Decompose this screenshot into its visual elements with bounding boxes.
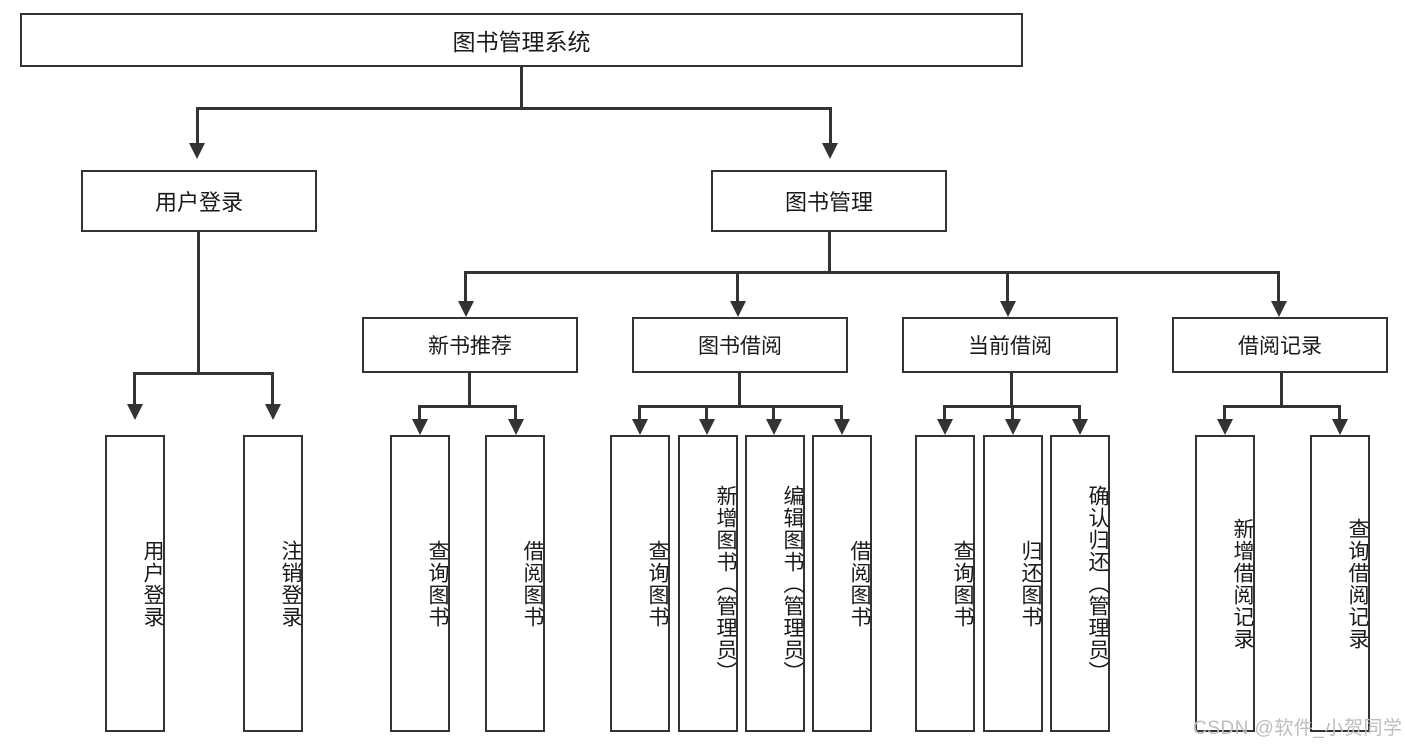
node-book-borrow[interactable]: 图书借阅 — [632, 317, 848, 373]
edge-cb-to-leaf-2 — [1011, 405, 1014, 421]
leaf-current-borrow-1[interactable]: 查询图书 — [915, 435, 975, 732]
edge-br-to-leaf-2 — [1338, 405, 1341, 421]
arrow-down-icon — [1271, 301, 1287, 317]
arrow-down-icon — [766, 419, 782, 435]
edge-bb-to-leaf-3 — [772, 405, 775, 421]
node-root[interactable]: 图书管理系统 — [20, 13, 1023, 67]
edge-current-borrow-bus — [943, 405, 1078, 408]
csdn-watermark: CSDN @软件_小贺同学 — [1193, 718, 1403, 739]
arrow-down-icon — [730, 301, 746, 317]
arrow-down-icon — [412, 419, 428, 435]
arrow-down-icon — [937, 419, 953, 435]
arrow-down-icon — [822, 143, 838, 159]
node-user-login-label: 用户登录 — [154, 190, 243, 215]
leaf-current-borrow-3-label: 确认归还（管理员） — [1086, 484, 1109, 683]
leaf-borrow-records-1-label: 新增借阅记录 — [1231, 517, 1254, 650]
arrow-down-icon — [1332, 419, 1348, 435]
edge-to-current-borrow — [1006, 271, 1009, 303]
arrow-down-icon — [1217, 419, 1233, 435]
node-user-login[interactable]: 用户登录 — [81, 170, 317, 232]
node-new-book-recommend-label: 新书推荐 — [428, 335, 512, 358]
node-borrow-records[interactable]: 借阅记录 — [1172, 317, 1388, 373]
arrow-down-icon — [458, 301, 474, 317]
leaf-borrow-records-2-label: 查询借阅记录 — [1346, 517, 1369, 650]
leaf-book-borrow-2-label: 新增图书（管理员） — [714, 484, 737, 683]
edge-root-stem — [520, 67, 523, 107]
leaf-current-borrow-3[interactable]: 确认归还（管理员） — [1050, 435, 1110, 732]
leaf-book-borrow-2[interactable]: 新增图书（管理员） — [678, 435, 738, 732]
node-current-borrow[interactable]: 当前借阅 — [902, 317, 1118, 373]
node-current-borrow-label: 当前借阅 — [968, 335, 1052, 358]
edge-user-login-stem — [197, 232, 200, 372]
arrow-down-icon — [127, 404, 143, 420]
leaf-current-borrow-2[interactable]: 归还图书 — [983, 435, 1043, 732]
arrow-down-icon — [834, 419, 850, 435]
leaf-borrow-records-1[interactable]: 新增借阅记录 — [1195, 435, 1255, 732]
arrow-down-icon — [1000, 301, 1016, 317]
node-book-borrow-label: 图书借阅 — [698, 335, 782, 358]
leaf-book-borrow-4[interactable]: 借阅图书 — [812, 435, 872, 732]
arrow-down-icon — [189, 143, 205, 159]
arrow-down-icon — [632, 419, 648, 435]
edge-user-login-to-leaf-1 — [133, 372, 136, 406]
edge-bb-to-leaf-1 — [638, 405, 641, 421]
leaf-borrow-records-2[interactable]: 查询借阅记录 — [1310, 435, 1370, 732]
edge-book-borrow-bus — [638, 405, 843, 408]
leaf-book-borrow-1-label: 查询图书 — [646, 539, 669, 628]
edge-root-to-user-login — [196, 107, 199, 145]
node-new-book-recommend[interactable]: 新书推荐 — [362, 317, 578, 373]
leaf-user-login-2[interactable]: 注销登录 — [243, 435, 303, 732]
edge-bb-to-leaf-4 — [840, 405, 843, 421]
edge-cb-to-leaf-1 — [943, 405, 946, 421]
node-borrow-records-label: 借阅记录 — [1238, 335, 1322, 358]
arrow-down-icon — [265, 404, 281, 420]
node-root-label: 图书管理系统 — [452, 29, 591, 55]
edge-root-to-book-manage — [829, 107, 832, 145]
edge-cb-to-leaf-3 — [1078, 405, 1081, 421]
leaf-user-login-2-label: 注销登录 — [279, 539, 302, 628]
edge-bb-to-leaf-2 — [705, 405, 708, 421]
edge-borrow-records-stem — [1280, 373, 1283, 405]
edge-book-management-bus — [464, 271, 1280, 274]
edge-user-login-bus — [133, 372, 274, 375]
edge-nbr-to-leaf-2 — [514, 405, 517, 421]
leaf-new-book-recommend-2-label: 借阅图书 — [521, 539, 544, 628]
edge-to-new-book-recommend — [464, 271, 467, 303]
edge-borrow-records-bus — [1223, 405, 1340, 408]
leaf-user-login-1[interactable]: 用户登录 — [105, 435, 165, 732]
edge-to-borrow-records — [1277, 271, 1280, 303]
arrow-down-icon — [1072, 419, 1088, 435]
edge-to-book-borrow — [736, 271, 739, 303]
edge-root-bus — [196, 107, 832, 110]
node-book-management[interactable]: 图书管理 — [711, 170, 947, 232]
leaf-book-borrow-4-label: 借阅图书 — [848, 539, 871, 628]
arrow-down-icon — [508, 419, 524, 435]
leaf-new-book-recommend-1-label: 查询图书 — [426, 539, 449, 628]
edge-user-login-to-leaf-2 — [271, 372, 274, 406]
leaf-book-borrow-1[interactable]: 查询图书 — [610, 435, 670, 732]
edge-nbr-to-leaf-1 — [418, 405, 421, 421]
leaf-new-book-recommend-2[interactable]: 借阅图书 — [485, 435, 545, 732]
leaf-current-borrow-2-label: 归还图书 — [1019, 539, 1042, 628]
arrow-down-icon — [1005, 419, 1021, 435]
node-book-management-label: 图书管理 — [784, 190, 873, 215]
leaf-book-borrow-3-label: 编辑图书（管理员） — [781, 484, 804, 683]
leaf-current-borrow-1-label: 查询图书 — [951, 539, 974, 628]
edge-book-management-stem — [828, 232, 831, 271]
edge-new-book-recommend-stem — [468, 373, 471, 405]
edge-current-borrow-stem — [1010, 373, 1013, 405]
edge-book-borrow-stem — [738, 373, 741, 405]
edge-new-book-recommend-bus — [418, 405, 517, 408]
leaf-new-book-recommend-1[interactable]: 查询图书 — [390, 435, 450, 732]
edge-br-to-leaf-1 — [1223, 405, 1226, 421]
arrow-down-icon — [699, 419, 715, 435]
leaf-user-login-1-label: 用户登录 — [141, 539, 164, 628]
leaf-book-borrow-3[interactable]: 编辑图书（管理员） — [745, 435, 805, 732]
